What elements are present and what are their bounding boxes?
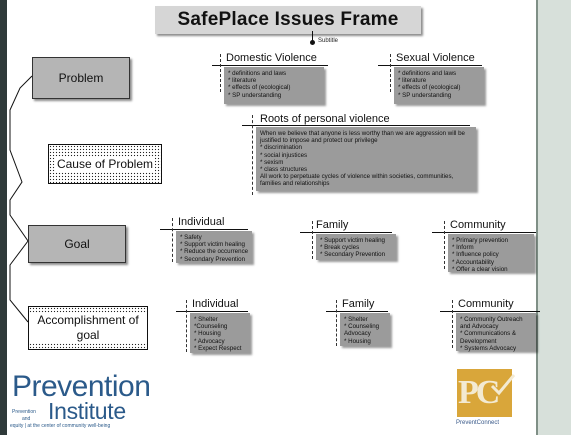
subtitle-handle-icon <box>310 40 315 45</box>
prevent-connect-logo <box>457 369 512 417</box>
list-item: * literature <box>398 77 427 85</box>
list-item: * Primary prevention <box>452 237 509 244</box>
list-item: * Counseling <box>344 323 380 331</box>
heading-rule <box>300 232 392 233</box>
prevention-institute-tagline-2: and <box>22 416 31 422</box>
list-item: * SP understanding <box>398 91 452 99</box>
right-frame-bar <box>538 0 571 435</box>
list-item: * social injustices <box>260 151 308 159</box>
content-sexual-violence: * definitions and laws * literature * ef… <box>394 67 484 104</box>
list-item: * definitions and laws <box>398 70 457 77</box>
prevention-institute-tagline-1: Prevention <box>12 409 36 415</box>
prevent-connect-name: PreventConnect <box>456 420 500 426</box>
row-connector-brace <box>9 75 33 323</box>
list-item: * class structures <box>260 166 308 174</box>
list-item: * Inform <box>452 244 474 252</box>
heading-acc-community: Community <box>458 298 514 310</box>
heading-domestic-violence: Domestic Violence <box>226 52 317 64</box>
heading-acc-family: Family <box>342 298 375 310</box>
row-label-accomplishment: Accomplishment of goal <box>28 306 148 350</box>
list-item: * Safety <box>180 234 202 241</box>
heading-rule <box>432 232 536 233</box>
roots-outro: All work to perpetuate cycles of violenc… <box>260 173 454 188</box>
list-item: * Communications & Development <box>460 330 517 345</box>
list-item: * Systems Advocacy <box>460 344 517 352</box>
prevention-institute-tagline-3: equity | at the center of community well… <box>10 423 111 429</box>
list-item: * Secondary Prevention <box>320 251 386 259</box>
heading-tick <box>312 221 314 259</box>
list-item: * discrimination <box>260 144 302 152</box>
roots-intro: When we believe that anyone is less wort… <box>260 130 465 145</box>
heading-rule <box>160 229 248 230</box>
list-item: * Community Outreach and Advocacy <box>460 316 523 331</box>
left-frame-bar <box>0 0 7 435</box>
prevention-institute-logo-word2: Institute <box>48 398 126 424</box>
heading-roots: Roots of personal violence <box>260 113 390 125</box>
list-item: * definitions and laws <box>228 70 287 77</box>
row-label-problem: Problem <box>32 57 130 99</box>
list-item: * Housing <box>344 337 371 345</box>
heading-goal-individual: Individual <box>178 216 225 228</box>
heading-tick <box>452 300 454 348</box>
list-item: *Counseling <box>194 323 228 331</box>
list-item: * Reduce the occurrence <box>180 248 249 256</box>
list-item: * Advocacy <box>194 337 225 345</box>
content-goal-family: * Support victim healing * Break cycles … <box>316 234 396 260</box>
subtitle-connector <box>312 31 313 41</box>
list-item: * Support victim healing <box>180 241 246 249</box>
heading-goal-family: Family <box>316 219 349 231</box>
checkmark-icon <box>490 374 516 396</box>
list-item: * Break cycles <box>320 244 360 252</box>
list-item: * Housing <box>194 330 221 338</box>
heading-sexual-violence: Sexual Violence <box>396 52 475 64</box>
heading-goal-community: Community <box>450 219 506 231</box>
heading-tick <box>444 221 446 269</box>
heading-tick <box>172 218 174 262</box>
list-item: * Secondary Prevention <box>180 255 246 263</box>
content-acc-family: * Shelter * Counseling Advocacy * Housin… <box>340 313 390 346</box>
heading-tick <box>336 300 338 346</box>
row-label-goal: Goal <box>28 225 126 263</box>
content-acc-community: * Community Outreach and Advocacy * Comm… <box>456 313 536 352</box>
list-item: * Expect Respect <box>194 344 242 352</box>
list-item: * Support victim healing <box>320 237 386 244</box>
list-item: * sexism <box>260 158 284 166</box>
list-item: * Shelter <box>344 316 368 323</box>
heading-rule <box>440 311 540 312</box>
heading-tick <box>252 115 254 195</box>
content-roots: When we believe that anyone is less wort… <box>256 127 476 191</box>
subtitle: Subtitle <box>318 38 339 44</box>
row-label-cause: Cause of Problem <box>48 144 162 184</box>
content-acc-individual: * Shelter *Counseling * Housing * Advoca… <box>190 313 250 353</box>
page-title: SafePlace Issues Frame <box>155 6 421 34</box>
list-item: * effects of (ecological) <box>398 84 461 92</box>
list-item: * effects of (ecological) <box>228 84 291 92</box>
list-item: * Shelter <box>194 316 218 323</box>
list-item: * literature <box>228 77 257 85</box>
list-item: * Influence policy <box>452 251 499 259</box>
prevention-institute-logo-word1: Prevention <box>12 370 151 403</box>
heading-rule <box>326 311 388 312</box>
list-item: Advocacy <box>344 330 371 338</box>
heading-rule <box>378 65 482 66</box>
list-item: * Offer a clear vision <box>452 265 508 273</box>
heading-rule <box>176 311 248 312</box>
prevent-connect-logo-letters: PC <box>458 374 500 411</box>
content-goal-individual: * Safety * Support victim healing * Redu… <box>176 231 252 263</box>
list-item: * SP understanding <box>228 91 282 99</box>
heading-rule <box>242 125 470 126</box>
heading-tick <box>220 54 222 92</box>
right-frame-edge <box>536 0 538 435</box>
list-item: * Accountability <box>452 258 494 266</box>
content-goal-community: * Primary prevention * Inform * Influenc… <box>448 234 534 273</box>
heading-tick <box>390 54 392 92</box>
content-domestic-violence: * definitions and laws * literature * ef… <box>224 67 324 104</box>
heading-rule <box>212 65 328 66</box>
heading-tick <box>186 300 188 352</box>
heading-acc-individual: Individual <box>192 298 239 310</box>
